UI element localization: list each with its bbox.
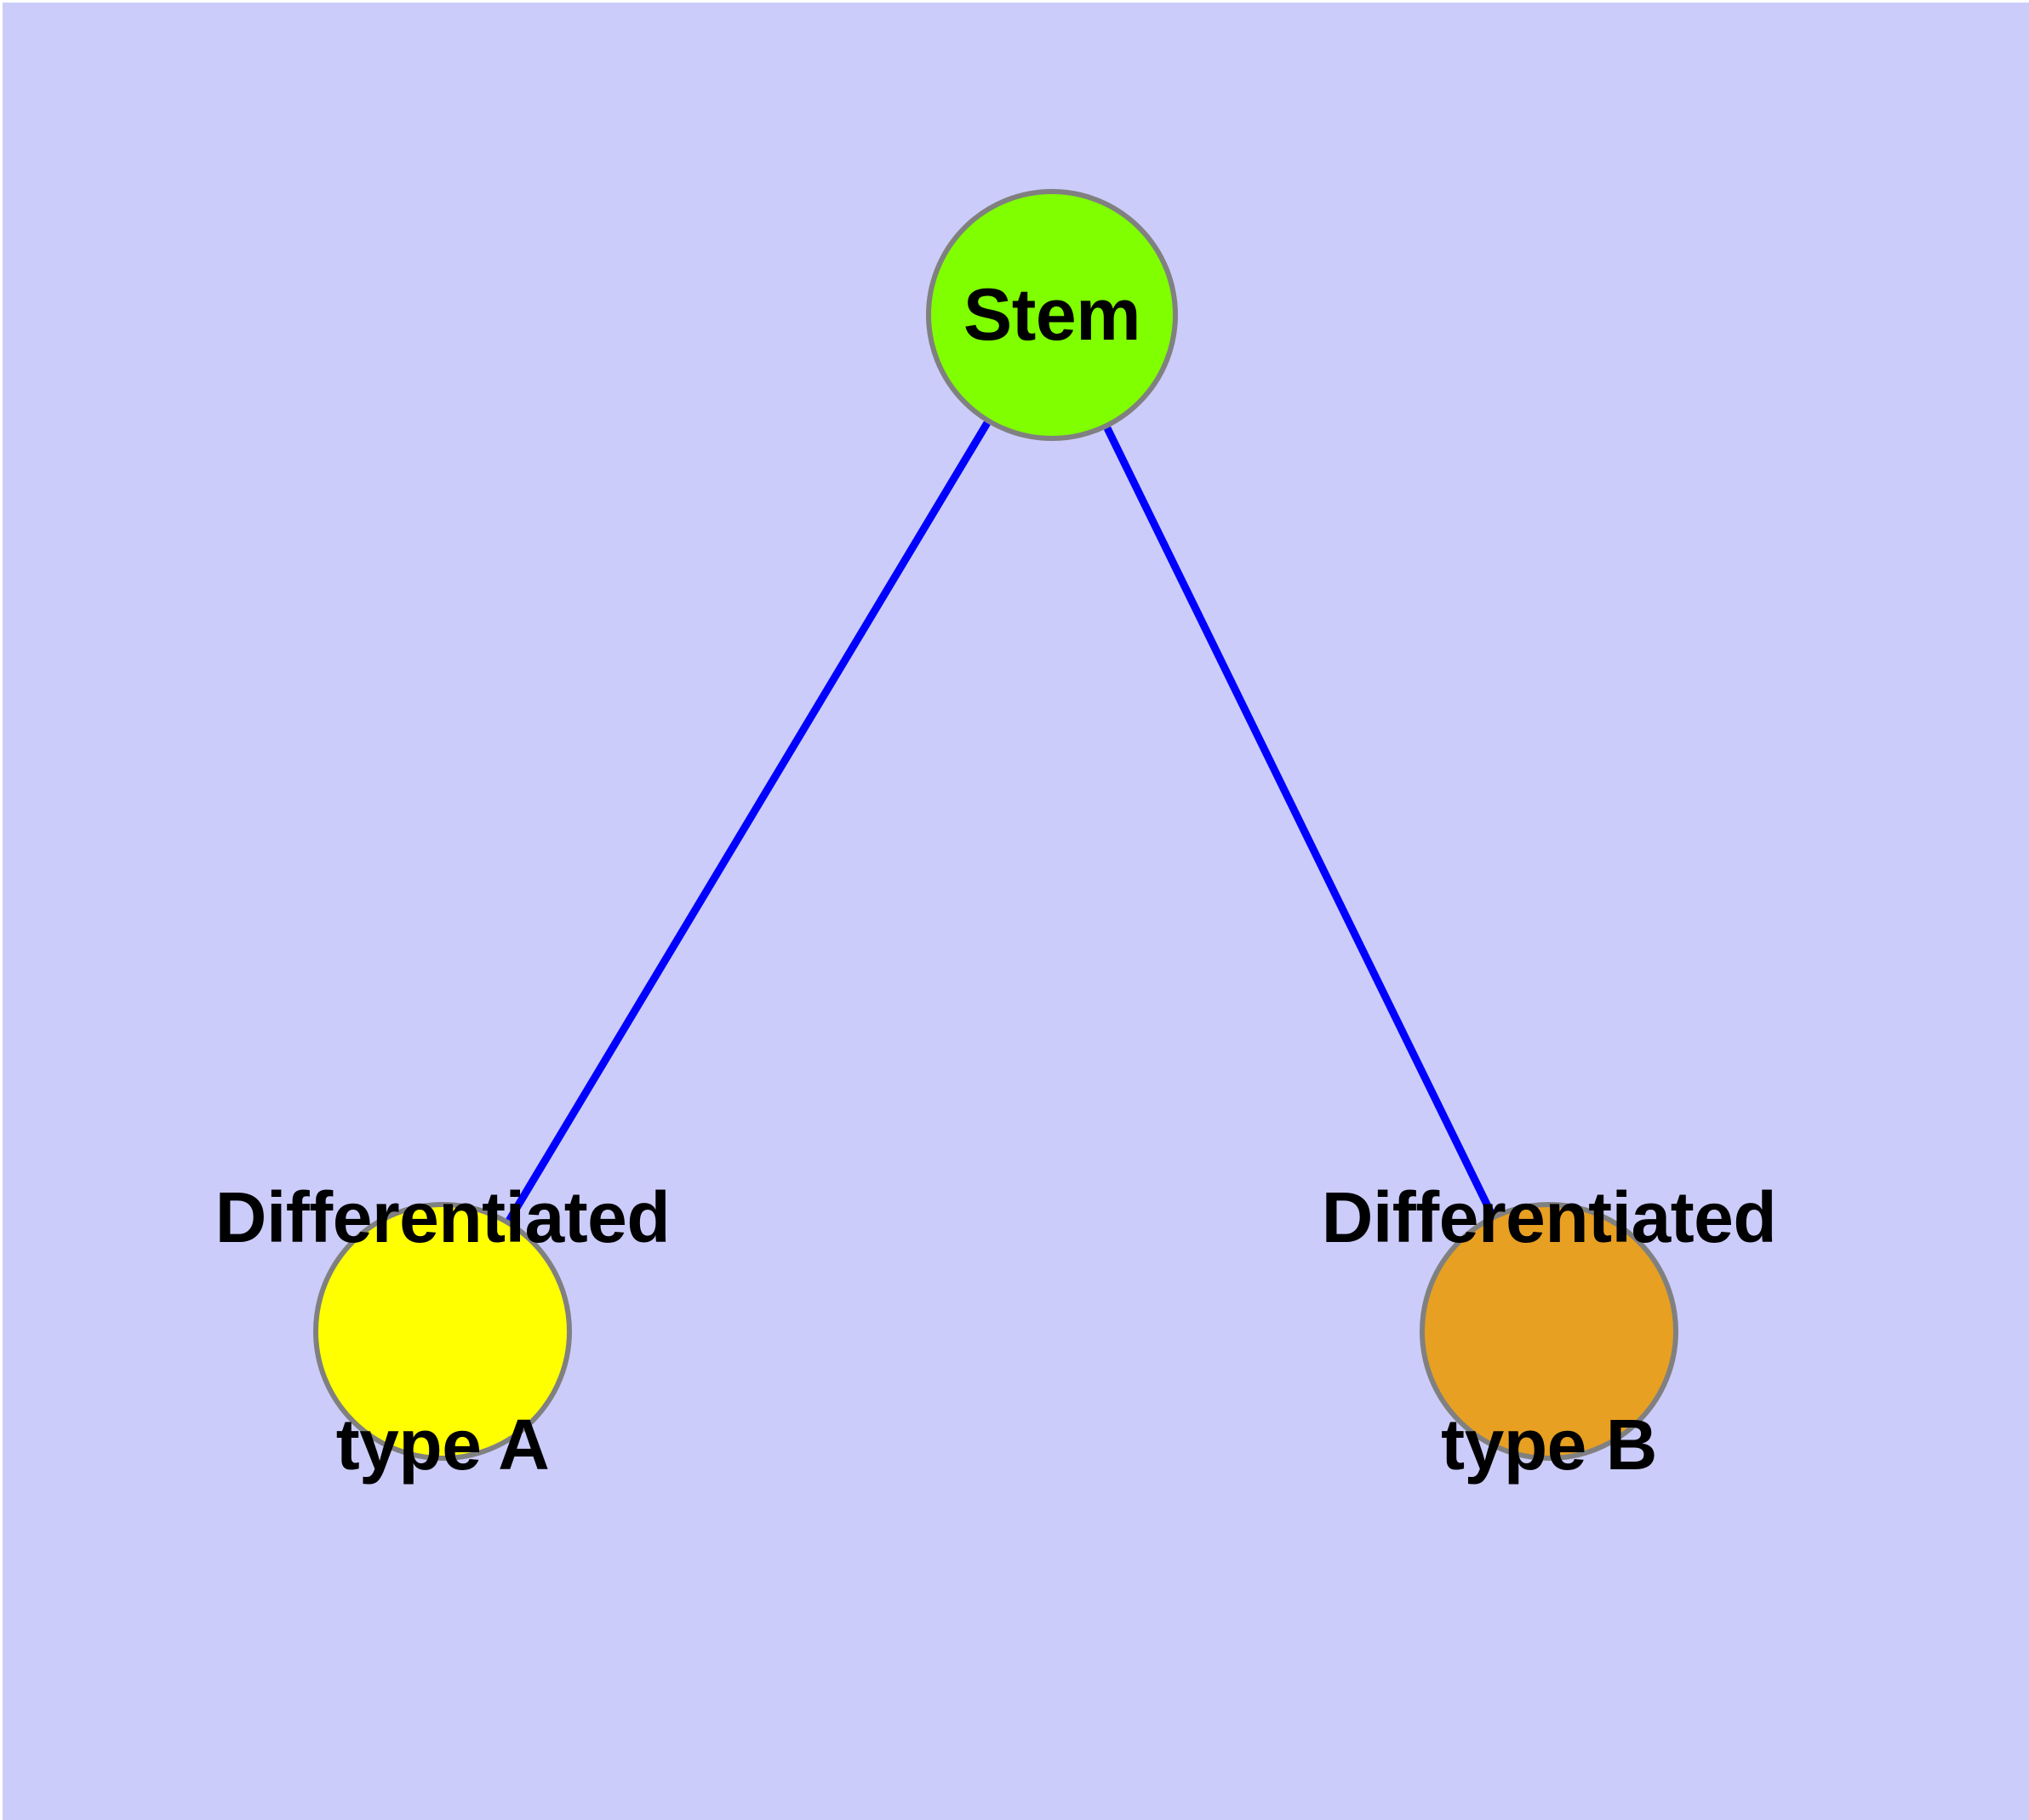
node-differentiated-type-b[interactable] [1420,1202,1678,1461]
edge-stem-to-differentiated-type-b[interactable] [1103,426,1496,1217]
node-differentiated-type-a[interactable] [313,1202,572,1461]
edge-stem-to-differentiated-type-a[interactable] [506,421,991,1222]
node-layer [313,189,1678,1461]
node-stem[interactable] [926,189,1178,441]
edge-layer [506,421,1496,1222]
